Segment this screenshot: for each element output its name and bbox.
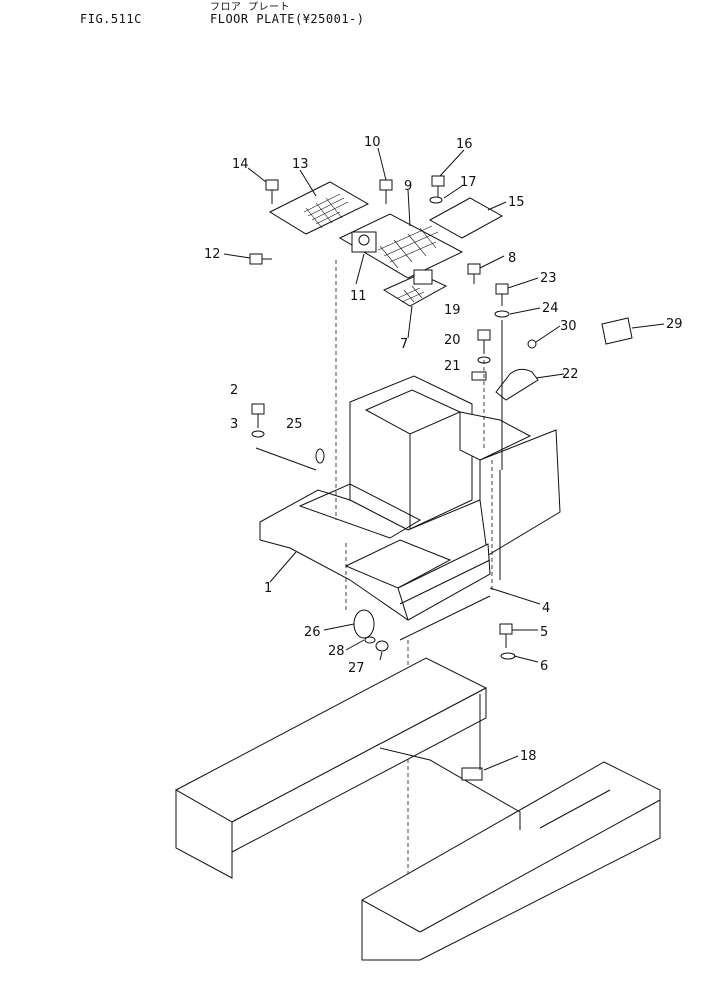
callout-20: 20 [444,333,461,348]
callout-30: 30 [560,319,577,334]
washer-28 [364,636,376,644]
callout-4: 4 [542,601,550,616]
callout-labels: 1 2 3 4 5 6 7 8 9 10 11 12 13 14 15 16 1… [204,135,683,764]
bracket-11 [351,231,377,253]
callout-1: 1 [264,581,272,596]
grab-handle-22 [495,368,539,401]
callout-28: 28 [328,644,345,659]
callout-15: 15 [508,195,525,210]
callout-10: 10 [364,135,381,150]
callout-16: 16 [456,137,473,152]
main-frame [259,375,561,641]
bolt-27 [375,640,389,652]
callout-22: 22 [562,367,579,382]
floor-plate-9 [338,213,464,279]
callout-27: 27 [348,661,365,676]
lower-chassis [174,657,661,961]
callout-leaders [223,147,665,771]
callout-21: 21 [444,359,461,374]
cover-26 [353,609,375,639]
callout-2: 2 [230,383,238,398]
callout-7: 7 [400,337,408,352]
callout-29: 29 [666,317,683,332]
clip-21 [471,371,487,381]
floor-plate-13 [268,181,370,235]
callout-5: 5 [540,625,548,640]
callout-24: 24 [542,301,559,316]
callout-23: 23 [540,271,557,286]
callout-9: 9 [404,179,412,194]
bracket-29 [601,317,633,345]
figure-title: FLOOR PLATE(¥25001-) [210,12,365,26]
callout-17: 17 [460,175,477,190]
callout-14: 14 [232,157,249,172]
callout-13: 13 [292,157,309,172]
callout-3: 3 [230,417,238,432]
figure-number: FIG.511C [80,12,142,26]
callout-8: 8 [508,251,516,266]
callout-12: 12 [204,247,221,262]
callout-11: 11 [350,289,367,304]
callout-18: 18 [520,749,537,764]
callout-19: 19 [444,303,461,318]
callout-26: 26 [304,625,321,640]
callout-6: 6 [540,659,548,674]
floor-plate-7 [382,269,448,307]
floor-plate-15 [428,197,504,239]
bolts [249,175,537,660]
japanese-title: フロア プレート [210,2,291,13]
callout-25: 25 [286,417,303,432]
